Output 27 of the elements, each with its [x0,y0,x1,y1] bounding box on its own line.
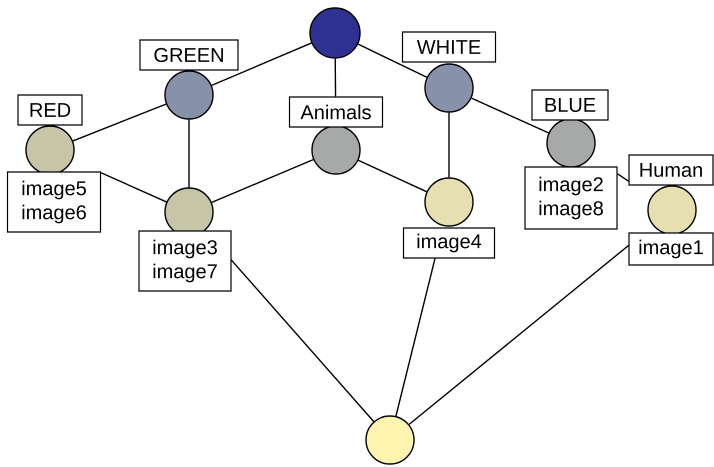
connector-line [448,112,450,178]
connector-line [358,160,427,192]
connector-line [395,258,436,416]
label-box: image3 image7 [138,230,232,292]
connector-line [100,172,167,203]
connector-line [471,98,549,134]
label-box: RED [17,94,83,126]
connector-line [408,244,630,425]
label-box: image1 [628,232,714,266]
concept-circle [365,415,415,465]
label-box: WHITE [402,31,496,63]
connector-line [334,58,336,96]
label-box: BLUE [531,89,609,121]
label-box: image2 image8 [524,166,618,230]
label-box: image5 image6 [6,171,102,233]
connector-line [211,42,312,86]
label-box: image4 [402,227,496,259]
label-box: GREEN [139,39,239,71]
connector-line [188,120,190,188]
connector-line [358,44,428,78]
connector-line [617,173,629,182]
label-box: Animals [288,96,384,128]
connector-line [72,103,166,142]
label-box: Human [628,154,714,186]
connector-line [212,158,314,204]
connector-line [230,259,374,422]
concept-circle [309,7,361,59]
